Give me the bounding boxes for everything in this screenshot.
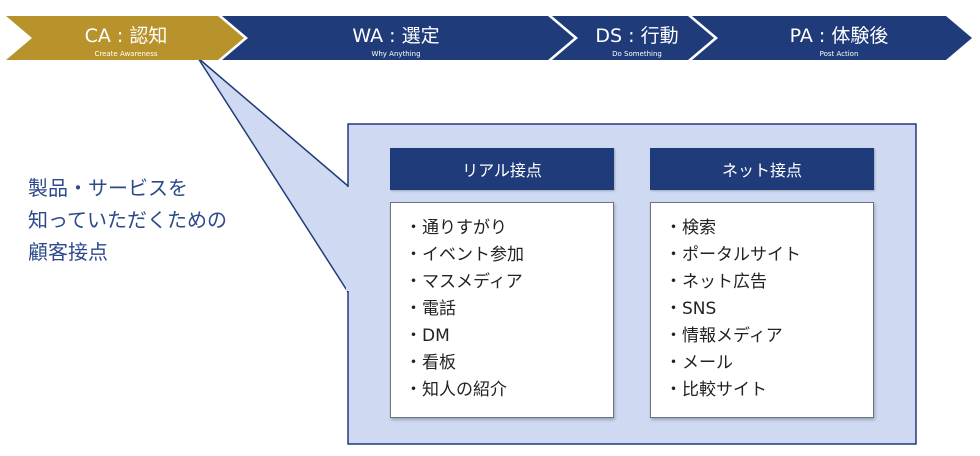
list-item: 知人の紹介 [405,377,524,404]
step-pa-title: PA : 体験後 [790,25,889,47]
net-touchpoints-list: 検索 ポータルサイト ネット広告 SNS 情報メディア メール 比較サイト [650,202,874,418]
step-wa-chevron [222,16,574,60]
step-pa-subtitle: Post Action [820,50,859,58]
list-item: メール [665,350,801,377]
list-item: DM [405,323,524,350]
list-item: ポータルサイト [665,242,801,269]
step-wa-title: WA : 選定 [352,25,439,47]
step-ca-subtitle: Create Awareness [94,50,157,58]
list-item: ネット広告 [665,269,801,296]
list-item: 通りすがり [405,215,524,242]
step-ca-chevron [6,16,244,60]
list-item: 電話 [405,296,524,323]
callout-line: 顧客接点 [28,240,108,264]
step-ds-title: DS : 行動 [595,25,678,47]
list-item: 比較サイト [665,377,801,404]
step-ca-title: CA : 認知 [85,25,168,47]
step-pa-chevron [692,16,972,60]
list-item: マスメディア [405,269,524,296]
callout-line: 知っていただくための [28,208,227,232]
list-item: 看板 [405,350,524,377]
real-touchpoints-header: リアル接点 [390,148,614,190]
net-touchpoints-header: ネット接点 [650,148,874,190]
list-item: 検索 [665,215,801,242]
list-item: SNS [665,296,801,323]
step-ds-subtitle: Do Something [612,50,662,58]
list-item: イベント参加 [405,242,524,269]
real-touchpoints-list: 通りすがり イベント参加 マスメディア 電話 DM 看板 知人の紹介 [390,202,614,418]
callout-line: 製品・サービスを [28,176,188,200]
step-wa-subtitle: Why Anything [371,50,420,58]
callout-description: 製品・サービスを 知っていただくための 顧客接点 [28,172,227,268]
step-ds-chevron [552,16,714,60]
list-item: 情報メディア [665,323,801,350]
